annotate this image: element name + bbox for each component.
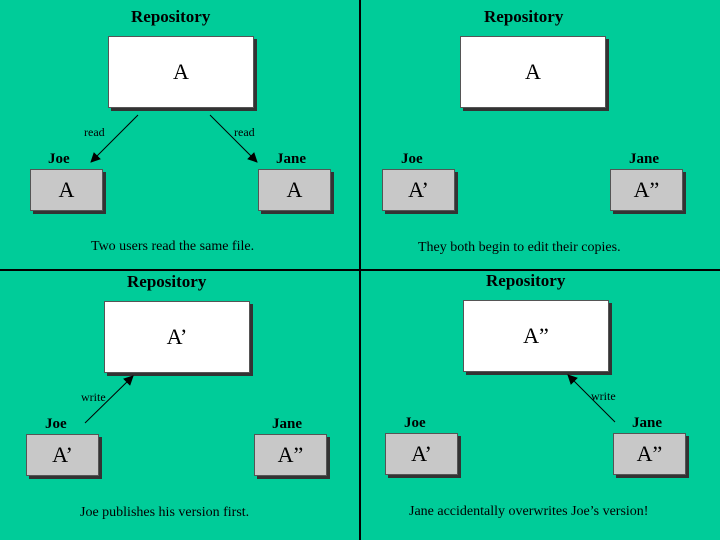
caption: Jane accidentally overwrites Joe’s versi… xyxy=(409,504,649,519)
write-arrow-joe xyxy=(84,375,134,424)
read-arrow-jane xyxy=(209,114,258,163)
read-label-jane: read xyxy=(234,125,255,139)
repository-title: Repository xyxy=(484,7,564,26)
joe-label: Joe xyxy=(45,416,67,432)
jane-label: Jane xyxy=(629,151,659,167)
repository-box: A xyxy=(108,36,254,108)
repository-title: Repository xyxy=(131,7,211,26)
jane-label: Jane xyxy=(272,416,302,432)
read-arrow-joe xyxy=(90,114,139,163)
caption: They both begin to edit their copies. xyxy=(418,240,621,255)
repository-box: A xyxy=(460,36,606,108)
repository-title: Repository xyxy=(127,272,207,291)
caption: Two users read the same file. xyxy=(91,239,255,254)
write-arrow-jane xyxy=(567,374,616,423)
repository-title: Repository xyxy=(486,271,566,290)
jane-copy-box: A” xyxy=(610,169,683,211)
repository-box: A’ xyxy=(104,301,250,373)
jane-copy-box: A xyxy=(258,169,331,211)
jane-copy-box: A” xyxy=(613,433,686,475)
joe-copy-box: A’ xyxy=(382,169,455,211)
panel-read: Repository A read read Joe Jane A A Two … xyxy=(0,0,360,270)
joe-label: Joe xyxy=(404,415,426,431)
caption: Joe publishes his version first. xyxy=(80,505,250,520)
joe-copy-box: A’ xyxy=(26,434,99,476)
panel-edit: Repository A Joe Jane A’ A” They both be… xyxy=(360,0,720,270)
repository-box: A” xyxy=(463,300,609,372)
jane-copy-box: A” xyxy=(254,434,327,476)
write-arrows xyxy=(567,374,616,423)
read-label-joe: read xyxy=(84,125,105,139)
panel-joe-write: Repository A’ write Joe Jane A’ A” Joe p… xyxy=(0,270,360,540)
jane-label: Jane xyxy=(632,415,662,431)
horizontal-divider xyxy=(0,269,720,271)
joe-copy-box: A xyxy=(30,169,103,211)
joe-copy-box: A’ xyxy=(385,433,458,475)
write-arrows xyxy=(84,375,134,424)
write-label: write xyxy=(81,390,106,404)
read-arrows xyxy=(90,114,258,163)
panel-jane-write: Repository A” write Joe Jane A’ A” Jane … xyxy=(360,270,720,540)
joe-label: Joe xyxy=(401,151,423,167)
jane-label: Jane xyxy=(276,151,306,167)
write-label: write xyxy=(591,389,616,403)
joe-label: Joe xyxy=(48,151,70,167)
